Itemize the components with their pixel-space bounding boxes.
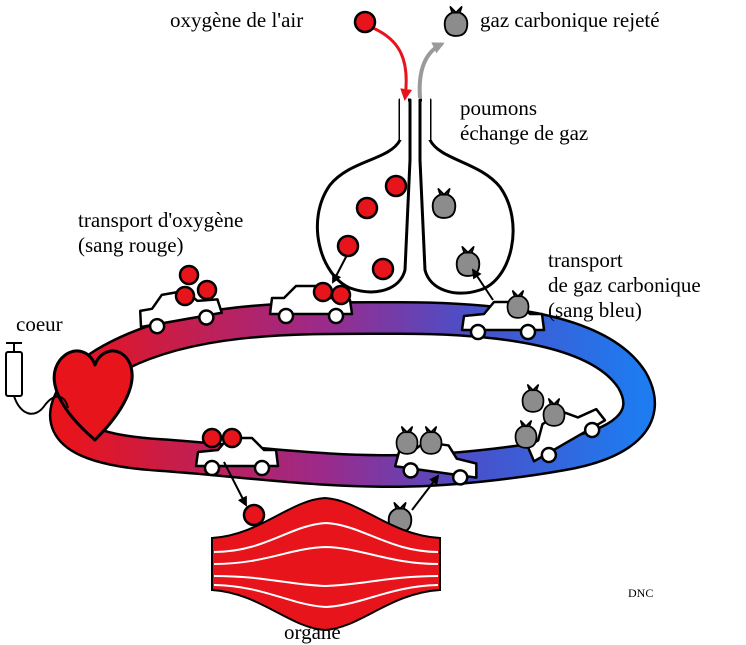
label-heart: coeur — [16, 312, 63, 336]
oxygen-to-organ-arrow — [223, 461, 247, 507]
label-blue-blood: (sang bleu) — [548, 298, 642, 322]
oxygen-molecule-icon — [336, 234, 360, 258]
co2-bag-icon — [542, 398, 566, 427]
oxygen-molecule-icon — [355, 196, 379, 220]
heart-monitor-probe — [5, 342, 69, 415]
oxygen-uptake-arrow — [332, 254, 348, 284]
oxygen-molecule-icon — [371, 257, 395, 281]
car-oxygen-top-left — [134, 264, 225, 338]
oxygen-molecule-icon — [221, 427, 243, 449]
co2-release-arrow — [471, 268, 494, 301]
co2-bag-icon — [521, 384, 545, 413]
oxygen-inflow-arrow — [372, 26, 413, 101]
car-oxygen-loading — [268, 281, 354, 325]
label-transport-oxygen: transport d'oxygène — [78, 208, 244, 232]
co2-bag-icon — [514, 420, 538, 449]
oxygen-molecule-icon — [353, 10, 377, 34]
heart-icon — [52, 349, 134, 442]
lung-oxygen-molecules — [336, 174, 408, 281]
label-organ: organe — [284, 620, 341, 644]
co2-bag-icon — [443, 6, 469, 37]
label-transport-co2-1: transport — [548, 248, 623, 272]
label-oxygen-air: oxygène de l'air — [170, 8, 304, 32]
oxygen-molecule-icon — [242, 503, 266, 527]
muscle-organ-icon — [211, 496, 441, 632]
label-transport-co2-2: de gaz carbonique — [548, 273, 701, 297]
label-red-blood: (sang rouge) — [78, 233, 184, 257]
oxygen-molecule-icon — [178, 264, 200, 286]
car-oxygen-bottom — [194, 427, 280, 477]
oxygen-molecule-icon — [201, 427, 223, 449]
co2-bag-icon — [395, 426, 419, 455]
label-co2-rejected: gaz carbonique rejeté — [480, 8, 660, 32]
co2-bag-icon — [419, 426, 443, 455]
co2-from-organ-arrow — [411, 474, 440, 511]
oxygen-molecule-icon — [174, 285, 196, 307]
label-lungs-title: poumons — [460, 96, 538, 120]
co2-bag-icon — [506, 290, 530, 319]
oxygen-molecule-icon — [196, 279, 218, 301]
oxygen-molecule-icon — [384, 174, 408, 198]
label-lungs-subtitle: échange de gaz — [460, 121, 589, 145]
label-credit: DNC — [628, 586, 654, 600]
oxygen-molecule-icon — [312, 281, 334, 303]
oxygen-molecule-icon — [330, 284, 352, 306]
co2-outflow-arrow — [417, 42, 445, 99]
